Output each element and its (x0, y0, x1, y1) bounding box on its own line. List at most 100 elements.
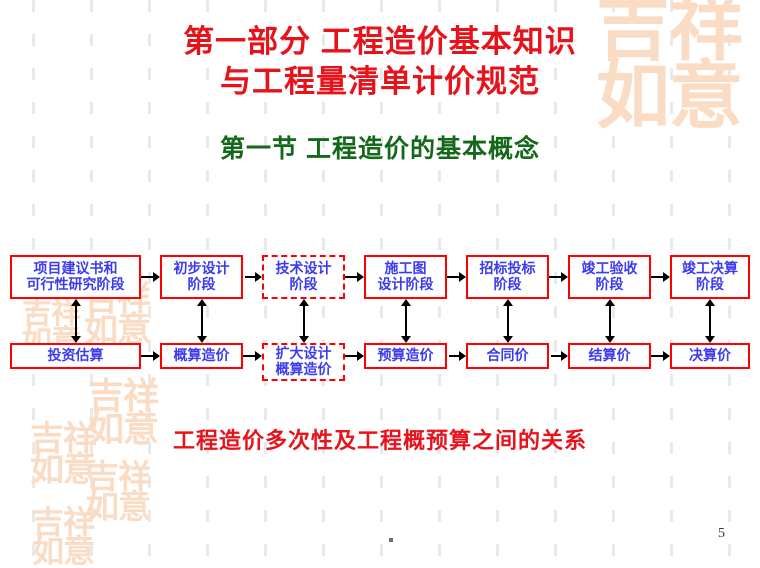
flow-node-cost-5: 合同价 (466, 343, 549, 369)
flow-node-line: 项目建议书和 (33, 260, 118, 277)
arrow-shaft (201, 304, 203, 338)
arrow-shaft (405, 304, 407, 338)
flow-arrow-horizontal-stage (651, 272, 670, 282)
arrow-shaft (651, 276, 663, 278)
arrow-head-up (401, 299, 411, 306)
flow-arrow-horizontal-stage (345, 272, 364, 282)
arrow-shaft (345, 355, 357, 357)
flow-arrow-horizontal-cost (551, 351, 568, 361)
flow-arrow-horizontal-stage (141, 272, 160, 282)
flow-arrow-vertical-double (197, 299, 207, 343)
flow-arrow-vertical-double (503, 299, 513, 343)
flow-node-label: 投资估算 (47, 347, 104, 364)
footer-dot (389, 538, 393, 542)
flow-node-line: 竣工验收 (581, 260, 638, 277)
arrow-head-down (71, 336, 81, 343)
page-number: 5 (718, 526, 725, 541)
flow-arrow-horizontal-stage (447, 272, 466, 282)
flow-node-line: 可行性研究阶段 (26, 276, 125, 292)
arrow-shaft (609, 304, 611, 338)
flow-arrow-horizontal-cost (243, 351, 262, 361)
arrow-head-down (705, 336, 715, 343)
flow-node-line: 阶段 (696, 276, 724, 292)
flow-node-line: 概算造价 (275, 361, 332, 377)
flow-arrow-vertical-double (605, 299, 615, 343)
flow-node-label: 竣工决算阶段 (682, 261, 738, 292)
arrow-shaft (651, 355, 663, 357)
arrow-head-up (503, 299, 513, 306)
arrow-shaft (141, 355, 153, 357)
arrow-head-up (299, 299, 309, 306)
flow-node-stage-3: 技术设计阶段 (262, 255, 345, 299)
arrow-head (153, 351, 160, 361)
flow-node-label: 初步设计阶段 (174, 261, 230, 292)
flow-arrow-vertical-double (71, 299, 81, 343)
flow-node-label: 合同价 (486, 347, 529, 364)
arrow-head-down (605, 336, 615, 343)
flow-node-stage-5: 招标投标阶段 (466, 255, 549, 299)
arrow-head (357, 272, 364, 282)
arrow-head (663, 351, 670, 361)
flow-node-label: 项目建议书和可行性研究阶段 (27, 261, 125, 292)
flow-arrow-horizontal-stage (245, 272, 262, 282)
arrow-shaft (449, 355, 459, 357)
flow-node-cost-6: 结算价 (568, 343, 651, 369)
title-line-2: 与工程量清单计价规范 (220, 64, 540, 99)
flow-node-label: 技术设计阶段 (276, 261, 332, 292)
flow-node-stage-4: 施工图设计阶段 (364, 255, 447, 299)
flow-node-line: 预算造价 (377, 347, 434, 364)
flow-node-line: 决算价 (689, 347, 731, 364)
flow-node-line: 扩大设计 (275, 345, 332, 362)
flow-node-label: 概算造价 (174, 347, 230, 364)
page-title: 第一部分 工程造价基本知识 与工程量清单计价规范 (0, 22, 760, 102)
arrow-shaft (345, 276, 357, 278)
flowchart-caption: 工程造价多次性及工程概预算之间的关系 (172, 428, 587, 453)
flow-node-stage-2: 初步设计阶段 (160, 255, 243, 299)
flow-node-label: 施工图设计阶段 (378, 261, 434, 292)
flow-node-line: 结算价 (588, 347, 631, 364)
subtitle-text: 第一节 工程造价的基本概念 (220, 135, 540, 163)
flow-arrow-horizontal-cost (651, 351, 670, 361)
arrow-head (459, 351, 466, 361)
arrow-head-up (705, 299, 715, 306)
flow-node-stage-7: 竣工决算阶段 (670, 255, 750, 299)
flow-node-line: 阶段 (493, 276, 522, 292)
flow-node-line: 初步设计 (173, 260, 230, 277)
arrow-head-down (299, 336, 309, 343)
flow-node-line: 施工图 (384, 260, 427, 277)
arrow-shaft (709, 304, 711, 338)
arrow-head-up (605, 299, 615, 306)
flow-node-label: 结算价 (588, 347, 631, 364)
flow-node-stage-1: 项目建议书和可行性研究阶段 (10, 255, 141, 299)
flow-node-label: 预算造价 (377, 347, 434, 364)
arrow-shaft (447, 276, 459, 278)
arrow-head-down (197, 336, 207, 343)
flow-node-line: 技术设计 (275, 260, 332, 277)
flow-node-label: 扩大设计概算造价 (276, 346, 332, 377)
arrow-head-up (197, 299, 207, 306)
arrow-shaft (75, 304, 77, 338)
flow-node-label: 竣工验收阶段 (582, 261, 638, 292)
arrow-shaft (243, 355, 255, 357)
arrow-head (255, 351, 262, 361)
flow-node-cost-2: 概算造价 (160, 343, 243, 369)
arrow-shaft (507, 304, 509, 338)
flow-node-label: 决算价 (689, 347, 731, 364)
flow-node-line: 合同价 (486, 347, 529, 364)
arrow-head (561, 272, 568, 282)
arrow-head (357, 351, 364, 361)
flow-node-line: 投资估算 (47, 347, 104, 364)
flow-arrow-vertical-double (299, 299, 309, 343)
flow-node-stage-6: 竣工验收阶段 (568, 255, 651, 299)
flow-node-cost-1: 投资估算 (10, 343, 141, 369)
flow-arrow-horizontal-cost (141, 351, 160, 361)
arrow-head (561, 351, 568, 361)
arrow-shaft (141, 276, 153, 278)
arrow-head (459, 272, 466, 282)
flow-node-line: 设计阶段 (377, 276, 434, 292)
flow-node-cost-4: 预算造价 (364, 343, 447, 369)
flow-arrow-horizontal-cost (345, 351, 364, 361)
arrow-shaft (549, 276, 561, 278)
